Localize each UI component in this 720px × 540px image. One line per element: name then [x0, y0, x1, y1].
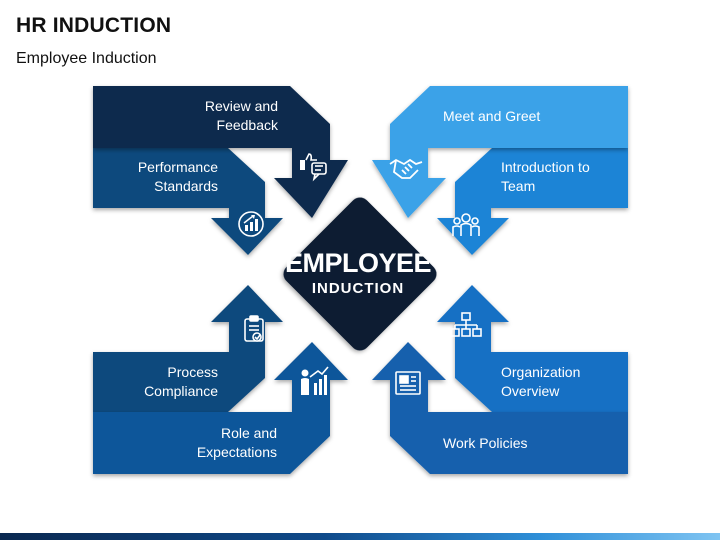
- step-organization-overview-label: Organization Overview: [501, 364, 581, 399]
- step-work-policies-arrow: [372, 342, 628, 474]
- step-review-feedback-label: Review and Feedback: [204, 98, 278, 133]
- bottom-accent-bar: [0, 533, 720, 540]
- step-role-expectations-arrow: [93, 342, 348, 474]
- step-role-expectations-label: Role and Expectations: [196, 425, 277, 460]
- step-meet-greet-label: Meet and Greet: [443, 108, 541, 124]
- step-review-feedback-arrow: [93, 86, 348, 218]
- clipboard-check-icon: [244, 315, 264, 342]
- step-process-compliance-label: Process Compliance: [144, 364, 218, 399]
- step-work-policies-label: Work Policies: [443, 435, 528, 451]
- center-diamond: [283, 197, 437, 351]
- slide-title: HR INDUCTION: [16, 14, 172, 37]
- center-label-line2: INDUCTION: [311, 280, 405, 297]
- businessman-growth-icon: [301, 366, 329, 395]
- center-label: EMPLOYEE INDUCTION: [278, 248, 438, 300]
- step-performance-standards-label: Performance Standards: [137, 159, 218, 194]
- step-meet-greet-arrow: [372, 86, 628, 218]
- policy-document-icon: [395, 371, 421, 395]
- org-chart-icon: [450, 312, 482, 337]
- team-icon: [452, 213, 480, 236]
- center-label-line1: EMPLOYEE: [284, 248, 432, 278]
- thumbs-up-feedback-icon: [300, 153, 327, 182]
- step-introduction-team-label: Introduction to Team: [501, 159, 590, 194]
- step-process-compliance-arrow: [93, 285, 283, 412]
- step-organization-overview-arrow: [437, 285, 628, 412]
- slide-subtitle: Employee Induction: [16, 50, 157, 67]
- growth-chart-icon: [238, 211, 264, 237]
- step-introduction-team-arrow: [437, 148, 628, 255]
- handshake-icon: [389, 158, 423, 179]
- step-performance-standards-arrow: [93, 148, 283, 255]
